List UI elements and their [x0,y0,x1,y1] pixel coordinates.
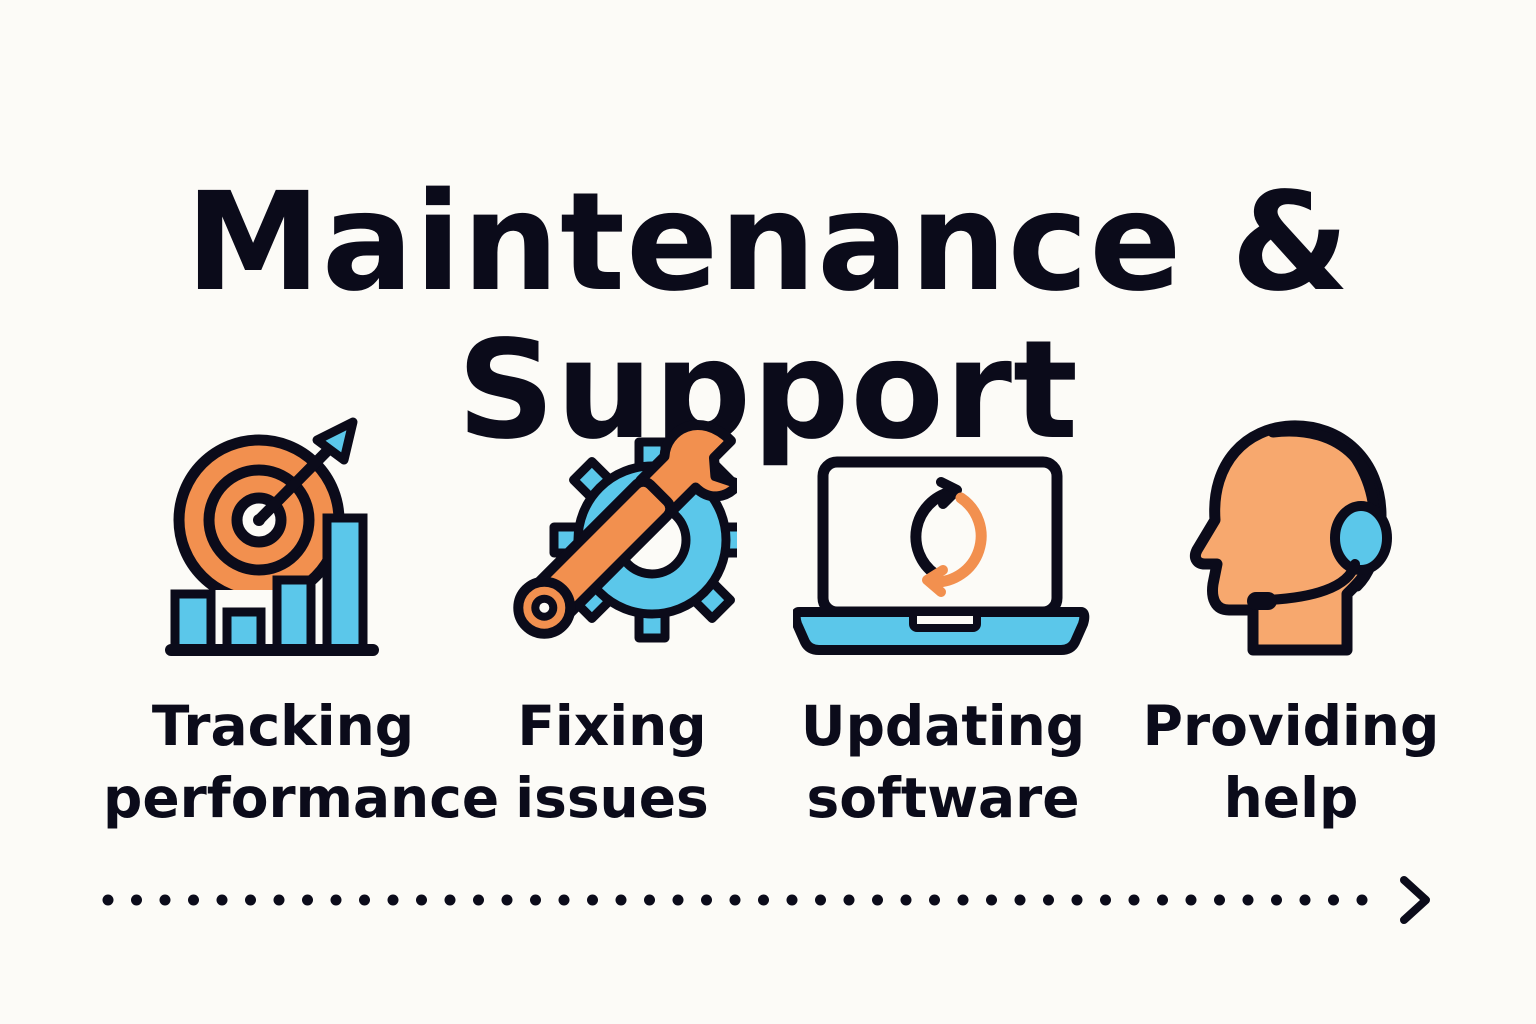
timeline-dot [815,894,826,906]
step-updating-software: Updating software [763,412,1123,834]
step-tracking-performance: Tracking performance [103,412,500,834]
timeline-dot [416,894,427,906]
timeline-dot [273,894,285,906]
step-providing-help: Providing help [1111,412,1471,834]
timeline-dot [1214,894,1225,906]
title-line-2: Support [457,312,1079,471]
timeline-dot [473,894,484,906]
timeline-dot [245,894,256,906]
timeline-dot [1071,894,1083,906]
wrench-gear-icon [513,420,737,643]
timeline-dot [1014,894,1026,906]
timeline-dot [615,894,627,906]
timeline-dot [102,894,114,906]
headset-support-icon [1189,420,1392,656]
page-title: Maintenance & Support [0,169,1536,465]
step-fixing-issues: Fixing issues [432,412,792,834]
title-line-1: Maintenance & [185,164,1351,323]
timeline-dot [843,894,855,906]
timeline-dot [1128,894,1140,906]
timeline-dot [330,894,342,906]
timeline-dot [1299,894,1311,906]
timeline-dot [501,894,513,906]
timeline-dot [1271,894,1282,906]
timeline-dot [444,894,456,906]
timeline-dot [672,894,684,906]
timeline-dot [1356,894,1368,906]
timeline-dot [872,894,883,906]
timeline-dot [786,894,798,906]
timeline-dot [188,894,199,906]
timeline-dot [131,894,142,906]
step-label: Providing help [1142,694,1440,830]
timeline-dot [359,894,370,906]
step-label: Fixing issues [515,694,709,830]
timeline-dot [957,894,969,906]
timeline-dot [216,894,228,906]
timeline-dot [1157,894,1168,906]
timeline-dot [1043,894,1054,906]
timeline-dot [387,894,399,906]
timeline-dot [729,894,741,906]
target-growth-chart-icon [165,417,379,656]
timeline-dot [644,894,655,906]
timeline-dot [1100,894,1111,906]
arrow-head-icon [1400,876,1430,924]
timeline-dot [929,894,940,906]
timeline-dot [900,894,912,906]
timeline-dots [102,894,1368,906]
timeline-dot [1185,894,1197,906]
timeline-dot [558,894,570,906]
timeline-dot [1242,894,1254,906]
step-label: Tracking performance [103,694,500,830]
timeline-dot [302,894,313,906]
timeline-dot [587,894,598,906]
timeline-dot [758,894,769,906]
timeline-dot [1328,894,1339,906]
timeline-dot [986,894,997,906]
timeline-dot [530,894,541,906]
dotted-arrow-timeline [102,876,1430,924]
step-label: Updating software [800,694,1086,830]
timeline-dot [159,894,171,906]
timeline-dot [701,894,712,906]
laptop-refresh-icon [793,456,1090,655]
